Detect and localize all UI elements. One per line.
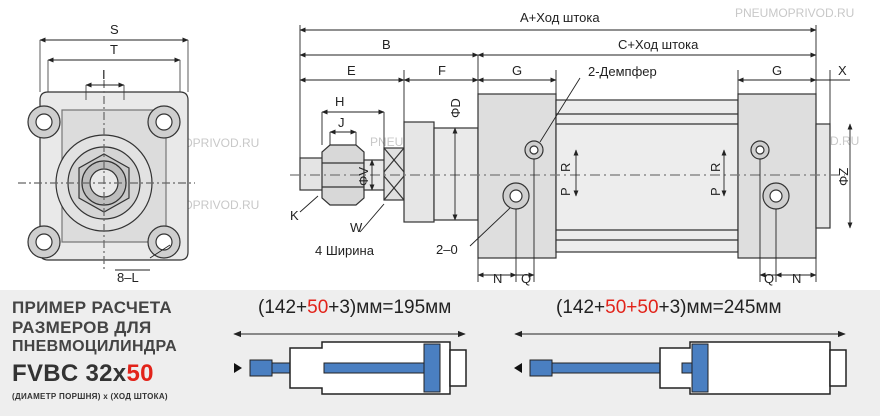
example-drawings — [233, 330, 847, 395]
label-p-left: P — [558, 187, 573, 196]
label-h: H — [335, 94, 344, 109]
label-d: ΦD — [448, 98, 463, 118]
label-c: C+Ход штока — [618, 37, 699, 52]
label-e: E — [347, 63, 356, 78]
formula1-close: +3)мм=195мм — [328, 297, 452, 318]
formula2-stroke2: 50 — [637, 297, 659, 318]
label-i: I — [102, 67, 106, 82]
side-dimensions — [299, 25, 853, 282]
label-total: A+Ход штока — [520, 10, 600, 25]
label-q-left: Q — [521, 271, 531, 286]
label-x: X — [838, 63, 847, 78]
label-port: 2–0 — [436, 242, 458, 257]
label-width: 4 Ширина — [315, 243, 375, 258]
label-damper: 2-Демпфер — [588, 64, 657, 79]
formula1-stroke: 50 — [307, 297, 329, 318]
formula2-open: (142+ — [556, 297, 606, 318]
label-v: ΦV — [356, 167, 371, 186]
side-view — [290, 93, 845, 259]
cylinder-extended — [514, 330, 847, 395]
example-subtitle: (ДИАМЕТР ПОРШНЯ) х (ХОД ШТОКА) — [12, 392, 168, 401]
label-r-left: R — [558, 163, 573, 172]
label-q-right: Q — [764, 271, 774, 286]
label-t: T — [110, 42, 118, 57]
front-view — [18, 40, 195, 272]
example-title-line1: ПРИМЕР РАСЧЕТА — [12, 298, 172, 317]
label-g-right: G — [772, 63, 782, 78]
label-f: F — [438, 63, 446, 78]
label-holes: 8–L — [117, 270, 139, 285]
cylinder-retracted — [233, 330, 467, 395]
label-b: B — [382, 37, 391, 52]
label-p-right: P — [708, 187, 723, 196]
formula2-close: +3)мм=245мм — [658, 297, 782, 318]
label-g-left: G — [512, 63, 522, 78]
model-prefix: FVBC 32x — [12, 360, 127, 387]
label-n-right: N — [792, 271, 801, 286]
watermark-text: PNEUMOPRIVOD.RU — [735, 6, 854, 20]
label-j: J — [338, 115, 345, 130]
label-w: W — [350, 220, 363, 235]
example-title-line2: РАЗМЕРОВ ДЛЯ — [12, 318, 152, 337]
technical-drawing: PNEUMOPRIVOD.RU PNEUMOPRIVOD.RU PNEUMOPR… — [18, 6, 859, 286]
label-s: S — [110, 22, 119, 37]
formula-extended: (142+50+50+3)мм=245мм — [556, 297, 782, 319]
label-r-right: R — [708, 163, 723, 172]
formula2-plus: + — [626, 297, 638, 318]
label-k: K — [290, 208, 299, 223]
front-dimensions — [39, 37, 189, 271]
formula2-stroke1: 50 — [605, 297, 627, 318]
model-stroke: 50 — [126, 360, 154, 387]
example-model: FVBC 32x50 — [12, 360, 154, 388]
formula-retracted: (142+50+3)мм=195мм — [258, 297, 451, 319]
label-z: ΦZ — [836, 168, 851, 186]
example-title-line3: ПНЕВМОЦИЛИНДРА — [12, 338, 177, 355]
label-n-left: N — [493, 271, 502, 286]
formula1-open: (142+ — [258, 297, 308, 318]
